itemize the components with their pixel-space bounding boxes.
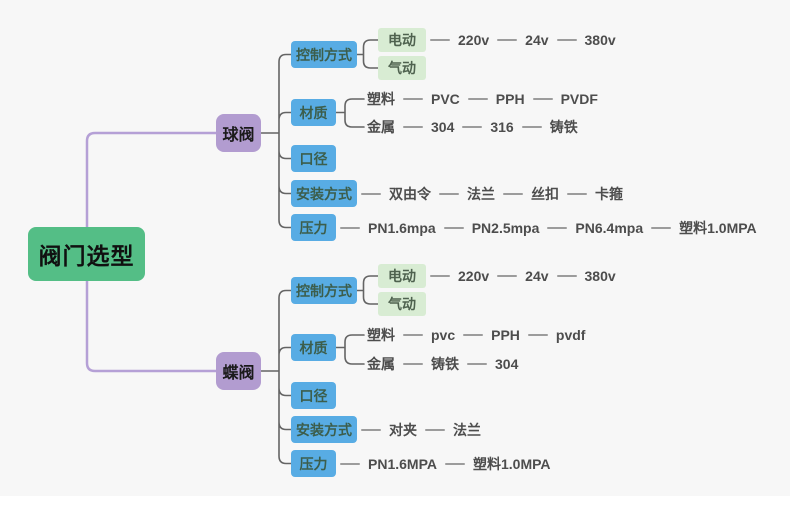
chain-connector-dash <box>651 226 672 229</box>
branch-node-ball-valve[interactable]: 球阀 <box>216 114 261 152</box>
chain-connector-dash <box>567 192 587 195</box>
chain-connector-dash <box>467 98 488 100</box>
chain-node-label[interactable]: PN1.6MPA <box>368 455 437 472</box>
sub-node-pneumatic-ball[interactable]: 气动 <box>378 56 426 80</box>
chain-connector-dash <box>340 462 360 465</box>
branch-node-butterfly-valve[interactable]: 蝶阀 <box>216 352 261 390</box>
chain-connector-dash <box>443 226 464 229</box>
category-diameter-butterfly[interactable]: 口径 <box>291 382 336 409</box>
category-installation-ball[interactable]: 安装方式 <box>291 180 357 207</box>
chain-node-label[interactable]: PN2.5mpa <box>471 219 540 236</box>
chain-node-label[interactable]: PPH <box>491 327 520 343</box>
chain-node-label[interactable]: 塑料1.0MPA <box>472 455 551 472</box>
chain-node-label[interactable]: 380v <box>584 32 616 48</box>
sub-node-pneumatic-butterfly[interactable]: 气动 <box>378 292 426 316</box>
sub-node-electric-butterfly[interactable]: 电动 <box>378 264 426 288</box>
chain-connector-dash <box>497 39 518 41</box>
chain-node-label[interactable]: 316 <box>490 119 514 135</box>
chain-connector-dash <box>403 363 423 365</box>
chain-node-label[interactable]: 380v <box>584 268 616 284</box>
category-pressure-butterfly[interactable]: 压力 <box>291 450 336 477</box>
chain-row-metal-butterfly: 金属 铸铁 304 <box>367 354 518 374</box>
chain-node-label[interactable]: 铸铁 <box>549 119 578 135</box>
chain-node-label[interactable]: PN1.6mpa <box>368 219 436 236</box>
chain-node-label[interactable]: pvc <box>431 327 456 343</box>
category-installation-butterfly[interactable]: 安装方式 <box>291 416 357 443</box>
chain-row-plastic-butterfly: 塑料 pvc PPH pvdf <box>367 325 585 345</box>
chain-connector-dash <box>430 39 450 41</box>
chain-connector-dash <box>444 462 465 465</box>
chain-connector-dash <box>439 192 459 195</box>
chain-row-installation-butterfly: 对夹 法兰 <box>361 420 481 440</box>
chain-node-label[interactable]: 法兰 <box>467 185 495 202</box>
chain-node-label[interactable]: 24v <box>525 268 549 284</box>
chain-connector-dash <box>425 428 445 431</box>
chain-connector-dash <box>556 275 577 277</box>
root-node[interactable]: 阀门选型 <box>28 227 145 281</box>
chain-connector-dash <box>467 363 487 365</box>
chain-connector-dash <box>503 192 523 195</box>
chain-node-label[interactable]: 铸铁 <box>431 356 459 372</box>
chain-node-label[interactable]: PN6.4mpa <box>575 219 644 236</box>
chain-connector-dash <box>361 428 381 431</box>
chain-node-label[interactable]: 塑料 <box>367 327 395 343</box>
chain-connector-dash <box>340 226 360 229</box>
chain-connector-dash <box>430 275 450 277</box>
chain-node-label[interactable]: PVC <box>431 91 460 107</box>
chain-row-pressure-ball: PN1.6mpa PN2.5mpa PN6.4mpa 塑料1.0MPA <box>340 218 757 238</box>
chain-node-label[interactable]: 220v <box>458 32 490 48</box>
chain-row-plastic-ball: 塑料 PVC PPH PVDF <box>367 89 598 109</box>
chain-connector-dash <box>361 192 381 195</box>
chain-node-label[interactable]: pvdf <box>555 327 586 343</box>
chain-node-label[interactable]: 220v <box>458 268 490 284</box>
chain-node-label[interactable]: 塑料1.0MPA <box>679 219 757 236</box>
chain-node-label[interactable]: 卡箍 <box>595 185 623 202</box>
chain-node-label[interactable]: 金属 <box>367 119 395 135</box>
chain-connector-dash <box>521 126 542 128</box>
chain-connector-dash <box>403 98 423 100</box>
chain-connector-dash <box>403 126 423 128</box>
category-material-butterfly[interactable]: 材质 <box>291 334 336 361</box>
chain-row-metal-ball: 金属 304 316 铸铁 <box>367 117 578 137</box>
chain-row-pressure-butterfly: PN1.6MPA 塑料1.0MPA <box>340 454 551 474</box>
chain-connector-dash <box>463 334 484 336</box>
chain-node-label[interactable]: 双由令 <box>389 185 431 202</box>
category-pressure-ball[interactable]: 压力 <box>291 214 336 241</box>
category-control-method-ball[interactable]: 控制方式 <box>291 41 357 68</box>
chain-node-label[interactable]: 24v <box>525 32 549 48</box>
chain-row-plastic-butterfly-items: pvc PPH pvdf <box>403 327 585 343</box>
chain-node-label[interactable]: 塑料 <box>367 91 395 107</box>
chain-connector-dash <box>462 126 483 128</box>
sub-node-electric-ball[interactable]: 电动 <box>378 28 426 52</box>
chain-row-metal-ball-items: 304 316 铸铁 <box>403 117 578 137</box>
chain-row-metal-butterfly-items: 铸铁 304 <box>403 354 518 374</box>
chain-connector-dash <box>527 334 548 336</box>
chain-connector-dash <box>547 226 568 229</box>
canvas-bottom-edge <box>0 496 790 506</box>
chain-row-voltage-ball: 220v 24v 380v <box>430 32 616 48</box>
chain-row-installation-ball: 双由令 法兰 丝扣 卡箍 <box>361 184 623 204</box>
chain-row-voltage-butterfly: 220v 24v 380v <box>430 268 616 284</box>
chain-node-label[interactable]: PPH <box>495 91 525 107</box>
chain-node-label[interactable]: PVDF <box>560 91 598 107</box>
chain-node-label[interactable]: 304 <box>495 356 519 372</box>
chain-node-label[interactable]: 对夹 <box>389 421 417 438</box>
chain-row-plastic-ball-items: PVC PPH PVDF <box>403 91 598 107</box>
chain-node-label[interactable]: 金属 <box>367 356 395 372</box>
category-diameter-ball[interactable]: 口径 <box>291 145 336 172</box>
chain-node-label[interactable]: 304 <box>431 119 455 135</box>
category-material-ball[interactable]: 材质 <box>291 99 336 126</box>
chain-connector-dash <box>497 275 518 277</box>
chain-connector-dash <box>403 334 423 336</box>
category-control-method-butterfly[interactable]: 控制方式 <box>291 277 357 304</box>
chain-connector-dash <box>532 98 553 100</box>
chain-node-label[interactable]: 法兰 <box>453 421 481 438</box>
chain-node-label[interactable]: 丝扣 <box>531 185 559 202</box>
chain-connector-dash <box>556 39 577 41</box>
